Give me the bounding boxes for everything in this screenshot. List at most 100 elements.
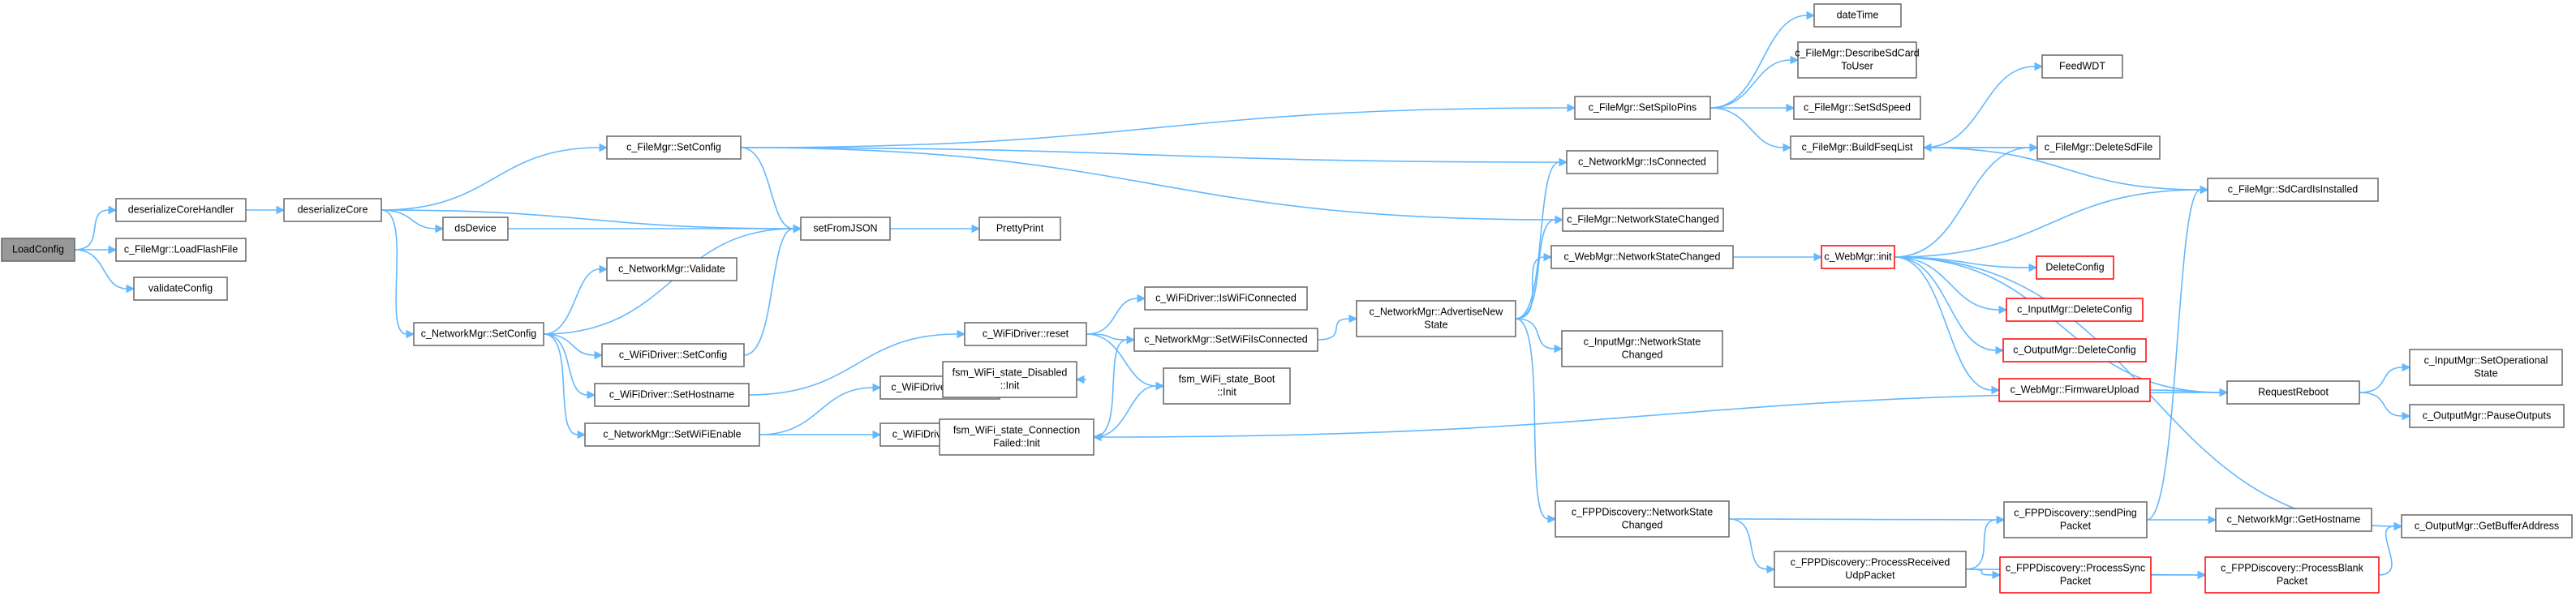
edge-state-conn-failed-init-to-state-boot-init — [1093, 381, 1165, 438]
node-output-pause[interactable]: c_OutputMgr::PauseOutputs — [2409, 404, 2565, 428]
node-label: Packet — [2060, 520, 2092, 531]
arrowhead — [2393, 521, 2403, 531]
node-output-get-buffer[interactable]: c_OutputMgr::GetBufferAddress — [2401, 514, 2573, 538]
node-box — [1, 238, 75, 262]
arrowhead — [1806, 11, 1816, 20]
node-set-sd-speed[interactable]: c_FileMgr::SetSdSpeed — [1793, 96, 1921, 120]
node-file-net-state-changed[interactable]: c_FileMgr::NetworkStateChanged — [1562, 208, 1724, 232]
node-label: c_FPPDiscovery::sendPing — [2014, 507, 2137, 518]
node-box — [1566, 150, 1718, 174]
node-validate-config[interactable]: validateConfig — [133, 277, 228, 301]
node-label: Changed — [1622, 349, 1663, 360]
node-label: dateTime — [1837, 9, 1879, 20]
node-request-reboot[interactable]: RequestReboot — [2226, 380, 2360, 405]
node-box — [978, 217, 1061, 241]
arrowhead — [1783, 143, 1792, 152]
node-label: fsm_WiFi_state_Disabled — [953, 367, 1068, 378]
node-box — [133, 277, 228, 301]
edge-file-mgr-set-config-to-file-set-spi-io-pins — [740, 103, 1576, 148]
node-box — [2204, 556, 2380, 594]
arrowhead — [1996, 515, 2006, 525]
node-box — [1821, 245, 1895, 269]
node-label: State — [2474, 367, 2497, 379]
node-web-init[interactable]: c_WebMgr::init — [1821, 245, 1895, 269]
node-deserialize-core[interactable]: deserializeCore — [283, 198, 382, 222]
node-box — [2215, 508, 2372, 532]
node-box — [2006, 298, 2144, 322]
node-file-set-spi-io-pins[interactable]: c_FileMgr::SetSpiIoPins — [1574, 96, 1711, 120]
node-net-is-connected[interactable]: c_NetworkMgr::IsConnected — [1566, 150, 1718, 174]
arrowhead — [1786, 103, 1795, 113]
edge-web-init-to-delete-config — [1894, 256, 2038, 272]
node-box — [1561, 330, 1723, 367]
node-label: c_FileMgr::SetSpiIoPins — [1589, 101, 1697, 113]
node-box — [2036, 255, 2114, 280]
node-box — [2002, 338, 2147, 362]
node-box — [1793, 96, 1921, 120]
arrowhead — [1543, 252, 1553, 262]
node-state-disabled-init[interactable]: fsm_WiFi_state_Disabled::Init — [942, 361, 1077, 398]
edge-file-set-spi-io-pins-to-describe-sd-card — [1709, 55, 1800, 109]
node-net-get-hostname[interactable]: c_NetworkMgr::GetHostname — [2215, 508, 2372, 532]
arrowhead — [957, 329, 966, 339]
node-wi-fi-reset[interactable]: c_WiFiDriver::reset — [964, 322, 1087, 346]
node-wi-fi-is-connected[interactable]: c_WiFiDriver::IsWiFiConnected — [1144, 286, 1308, 311]
node-net-set-wi-fi-is-connected[interactable]: c_NetworkMgr::SetWiFiIsConnected — [1133, 328, 1318, 352]
arrowhead — [2200, 185, 2209, 195]
edge-file-set-spi-io-pins-to-set-sd-speed — [1710, 103, 1795, 113]
node-sd-card-is-installed[interactable]: c_FileMgr::SdCardIsInstalled — [2207, 178, 2379, 202]
node-input-net-state-changed[interactable]: c_InputMgr::NetworkStateChanged — [1561, 330, 1723, 367]
edge-web-init-to-input-delete-config — [1894, 256, 2008, 315]
node-ds-device[interactable]: dsDevice — [442, 217, 509, 241]
arrowhead — [971, 224, 981, 234]
node-fppnet-state-changed[interactable]: c_FPPDiscovery::NetworkStateChanged — [1555, 500, 1730, 538]
node-label: c_FileMgr::NetworkStateChanged — [1567, 213, 1719, 225]
node-file-mgr-set-config[interactable]: c_FileMgr::SetConfig — [606, 135, 742, 160]
node-deserialize-core-handler[interactable]: deserializeCoreHandler — [115, 198, 247, 222]
node-load-flash-file[interactable]: c_FileMgr::LoadFlashFile — [115, 238, 247, 262]
node-state-boot-init[interactable]: fsm_WiFi_state_Boot::Init — [1163, 367, 1291, 405]
node-load-config[interactable]: LoadConfig — [1, 238, 75, 262]
node-label: c_OutputMgr::GetBufferAddress — [2415, 520, 2559, 531]
arrowhead — [2028, 263, 2038, 272]
node-box — [2409, 404, 2565, 428]
node-wi-fi-set-hostname[interactable]: c_WiFiDriver::SetHostname — [594, 383, 750, 407]
node-pretty-print[interactable]: PrettyPrint — [978, 217, 1061, 241]
node-label: deserializeCoreHandler — [128, 204, 234, 215]
node-input-delete-config[interactable]: c_InputMgr::DeleteConfig — [2006, 298, 2144, 322]
node-label: c_FileMgr::DescribeSdCard — [1795, 47, 1920, 58]
arrowhead — [599, 264, 609, 274]
node-build-fseq-list[interactable]: c_FileMgr::BuildFseqList — [1790, 135, 1924, 160]
arrowhead — [1995, 345, 2005, 355]
node-box — [594, 383, 750, 407]
node-label: c_FileMgr::SetSdSpeed — [1804, 101, 1911, 113]
node-label: c_WiFiDriver::IsWiFiConnected — [1155, 292, 1297, 303]
node-output-delete-config[interactable]: c_OutputMgr::DeleteConfig — [2002, 338, 2147, 362]
arrowhead — [1790, 55, 1800, 65]
node-feed-wdt[interactable]: FeedWDT — [2041, 54, 2123, 79]
arrowhead — [594, 350, 604, 360]
node-set-from-json[interactable]: setFromJSON — [800, 217, 891, 241]
node-label: ::Init — [1217, 386, 1236, 397]
node-web-net-state-changed[interactable]: c_WebMgr::NetworkStateChanged — [1550, 245, 1734, 269]
edge-net-set-wi-fi-is-connected-to-net-advertise — [1317, 314, 1358, 341]
node-delete-sd-file[interactable]: c_FileMgr::DeleteSdFile — [2036, 135, 2161, 160]
node-wi-fi-set-config[interactable]: c_WiFiDriver::SetConfig — [601, 343, 745, 367]
node-net-set-config[interactable]: c_NetworkMgr::SetConfig — [413, 322, 544, 346]
node-delete-config[interactable]: DeleteConfig — [2036, 255, 2114, 280]
node-net-set-wi-fi-enable[interactable]: c_NetworkMgr::SetWiFiEnable — [584, 422, 760, 447]
node-firmware-upload[interactable]: c_WebMgr::FirmwareUpload — [1998, 378, 2151, 402]
edge-load-config-to-deserialize-core-handler — [74, 205, 118, 251]
node-net-validate[interactable]: c_NetworkMgr::Validate — [606, 257, 738, 281]
node-date-time[interactable]: dateTime — [1813, 3, 1902, 28]
arrowhead — [126, 284, 135, 294]
edge-deserialize-core-to-net-set-config — [381, 209, 415, 339]
